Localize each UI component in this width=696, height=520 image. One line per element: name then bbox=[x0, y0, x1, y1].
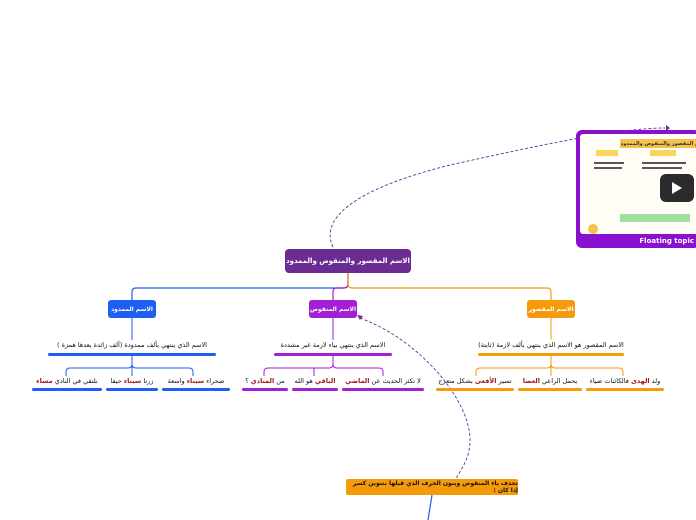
root-topic[interactable]: الاسم المقصور والمنقوص والممدود bbox=[285, 249, 411, 273]
manqus-definition[interactable]: الاسم الذي ينتهي بياء لازمة غير مشددة bbox=[274, 340, 392, 356]
example-highlight: الأفعى bbox=[474, 377, 497, 385]
mamdud-example-3[interactable]: نلتقي في النادي مساء bbox=[32, 376, 102, 391]
note-topic[interactable]: تحذف ياء المنقوص وينون الحرف الذي قبلها … bbox=[346, 479, 518, 495]
branch-mamdud-label: الاسم الممدود bbox=[111, 305, 153, 313]
example-highlight: الماضي bbox=[345, 377, 370, 385]
play-icon[interactable] bbox=[660, 174, 694, 202]
example-text: لا تكثر الحديث عن bbox=[369, 377, 421, 385]
example-highlight: مساء bbox=[36, 377, 53, 385]
maqsur-example-1[interactable]: تسير الأفعى بشكل متعرج bbox=[436, 376, 514, 391]
example-text: من bbox=[274, 377, 285, 385]
maqsur-definition-bar bbox=[478, 353, 624, 356]
maqsur-example-2[interactable]: يحمل الراعي العصا bbox=[518, 376, 582, 391]
example-text: صحراء bbox=[204, 377, 225, 385]
example-bar bbox=[518, 388, 582, 391]
example-bar bbox=[292, 388, 338, 391]
example-highlight: العصا bbox=[522, 377, 540, 385]
example-bar bbox=[32, 388, 102, 391]
mamdud-definition[interactable]: الاسم الذي ينتهي بألف ممدودة (ألف زائدة … bbox=[48, 340, 216, 356]
example-highlight: الهدى bbox=[630, 377, 650, 385]
branch-manqus-label: الاسم المنقوص bbox=[309, 305, 357, 313]
thumbnail-line bbox=[594, 162, 624, 164]
video-thumbnail[interactable]: الاسم المقصور والمنقوص والممدود bbox=[580, 134, 696, 234]
thumbnail-tag bbox=[650, 150, 676, 156]
example-text: تسير bbox=[496, 377, 512, 385]
example-text: فالكائنات ضياء bbox=[589, 377, 631, 385]
thumbnail-title: الاسم المقصور والمنقوص والممدود bbox=[620, 139, 696, 148]
manqus-example-3[interactable]: من المنادي ؟ bbox=[242, 376, 288, 391]
manqus-example-2[interactable]: الباقي هو الله bbox=[292, 376, 338, 391]
example-bar bbox=[106, 388, 158, 391]
thumbnail-line bbox=[642, 162, 686, 164]
thumbnail-line bbox=[594, 167, 622, 169]
mamdud-example-1[interactable]: صحراء سيناء واسعة bbox=[162, 376, 230, 391]
example-text: هو الله bbox=[294, 377, 315, 385]
thumbnail-emoji bbox=[588, 224, 598, 234]
manqus-definition-text: الاسم الذي ينتهي بياء لازمة غير مشددة bbox=[280, 341, 386, 349]
example-text: واسعة bbox=[167, 377, 187, 385]
branch-manqus[interactable]: الاسم المنقوص bbox=[309, 300, 357, 318]
example-text: حيفا bbox=[110, 377, 124, 385]
example-text: ؟ bbox=[245, 377, 251, 385]
example-text: بشكل متعرج bbox=[438, 377, 475, 385]
example-highlight: سيناء bbox=[123, 377, 142, 385]
manqus-definition-bar bbox=[274, 353, 392, 356]
example-bar bbox=[162, 388, 230, 391]
root-topic-label: الاسم المقصور والمنقوص والممدود bbox=[286, 257, 410, 265]
note-topic-label: تحذف ياء المنقوص وينون الحرف الذي قبلها … bbox=[352, 480, 518, 494]
floating-topic-label: Floating topic bbox=[639, 237, 694, 245]
example-highlight: سيناء bbox=[186, 377, 205, 385]
example-text: نلتقي في النادي bbox=[52, 377, 98, 385]
branch-mamdud[interactable]: الاسم الممدود bbox=[108, 300, 156, 318]
example-bar bbox=[586, 388, 664, 391]
maqsur-definition[interactable]: الاسم المقصور هو الاسم الذي ينتهي بألف ل… bbox=[478, 340, 624, 356]
maqsur-example-3[interactable]: ولد الهدى فالكائنات ضياء bbox=[586, 376, 664, 391]
maqsur-definition-text: الاسم المقصور هو الاسم الذي ينتهي بألف ل… bbox=[478, 341, 624, 349]
thumbnail-line bbox=[642, 167, 682, 169]
example-text: ولد bbox=[649, 377, 661, 385]
example-bar bbox=[242, 388, 288, 391]
branch-maqsur[interactable]: الاسم المقصور bbox=[527, 300, 575, 318]
example-bar bbox=[436, 388, 514, 391]
floating-topic-card[interactable]: الاسم المقصور والمنقوص والممدود Floating… bbox=[576, 130, 696, 248]
example-bar bbox=[342, 388, 424, 391]
thumbnail-tag bbox=[596, 150, 618, 156]
mamdud-definition-text: الاسم الذي ينتهي بألف ممدودة (ألف زائدة … bbox=[56, 341, 207, 349]
mamdud-example-2[interactable]: زرنا سيناء حيفا bbox=[106, 376, 158, 391]
example-text: يحمل الراعي bbox=[539, 377, 578, 385]
example-highlight: الباقي bbox=[314, 377, 336, 385]
manqus-example-1[interactable]: لا تكثر الحديث عن الماضي bbox=[342, 376, 424, 391]
branch-maqsur-label: الاسم المقصور bbox=[528, 305, 574, 313]
example-highlight: المنادي bbox=[250, 377, 275, 385]
mamdud-definition-bar bbox=[48, 353, 216, 356]
thumbnail-highlight bbox=[620, 214, 690, 222]
example-text: زرنا bbox=[141, 377, 154, 385]
